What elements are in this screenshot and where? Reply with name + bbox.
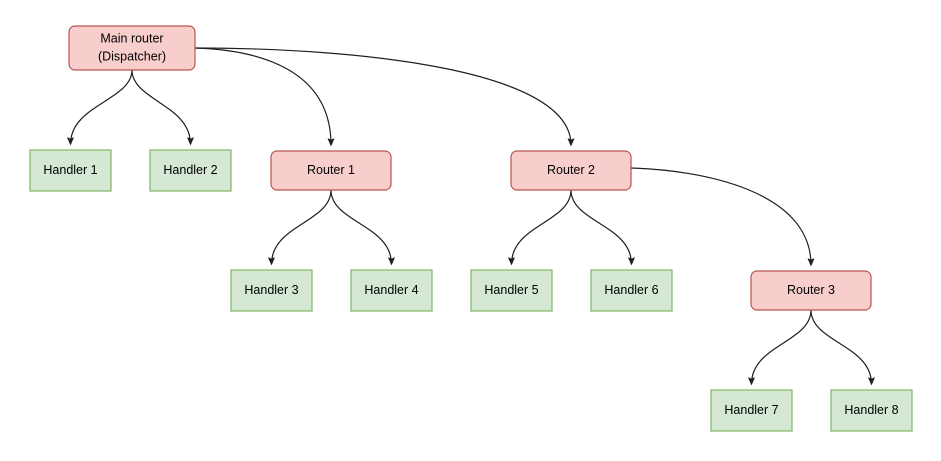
node-handler-4-label: Handler 4 [364, 283, 418, 297]
node-router-3-label: Router 3 [787, 283, 835, 297]
node-handler-7-shape[interactable] [710, 389, 793, 432]
edge-router-1-to-handler-4 [330, 189, 392, 264]
node-main-router[interactable]: Main router (Dispatcher) [68, 25, 196, 71]
edges-layer [71, 47, 872, 384]
node-handler-4-shape[interactable] [350, 269, 433, 312]
node-handler-5-label: Handler 5 [484, 283, 538, 297]
node-handler-6[interactable]: Handler 6 [590, 269, 673, 312]
node-handler-3-label: Handler 3 [244, 283, 298, 297]
node-handler-1-label: Handler 1 [43, 163, 97, 177]
node-main-router-label-line2: (Dispatcher) [98, 49, 166, 63]
node-main-router-shape[interactable] [68, 25, 196, 71]
edge-router-2-to-handler-6 [570, 189, 632, 264]
node-router-2-label: Router 2 [547, 163, 595, 177]
edge-main-to-router-1 [194, 47, 331, 145]
node-handler-7[interactable]: Handler 7 [710, 389, 793, 432]
node-router-1-shape[interactable] [270, 150, 392, 191]
node-handler-1[interactable]: Handler 1 [29, 149, 112, 192]
node-router-1[interactable]: Router 1 [270, 150, 392, 191]
node-router-3-shape[interactable] [750, 270, 872, 311]
node-router-2-shape[interactable] [510, 150, 632, 191]
node-handler-6-shape[interactable] [590, 269, 673, 312]
node-handler-3[interactable]: Handler 3 [230, 269, 313, 312]
edge-router-2-to-router-3 [630, 167, 811, 265]
node-main-router-label-line1: Main router [100, 31, 163, 45]
node-router-1-label: Router 1 [307, 163, 355, 177]
node-handler-6-label: Handler 6 [604, 283, 658, 297]
node-handler-2-label: Handler 2 [163, 163, 217, 177]
node-handler-3-shape[interactable] [230, 269, 313, 312]
node-handler-5-shape[interactable] [470, 269, 553, 312]
node-router-3[interactable]: Router 3 [750, 270, 872, 311]
node-router-2[interactable]: Router 2 [510, 150, 632, 191]
edge-main-to-handler-2 [131, 69, 191, 144]
edge-router-2-to-handler-5 [512, 189, 572, 264]
node-handler-8[interactable]: Handler 8 [830, 389, 913, 432]
node-handler-8-label: Handler 8 [844, 403, 898, 417]
edge-main-to-handler-1 [71, 69, 133, 144]
node-handler-5[interactable]: Handler 5 [470, 269, 553, 312]
edge-router-1-to-handler-3 [272, 189, 332, 264]
node-handler-2-shape[interactable] [149, 149, 232, 192]
node-handler-2[interactable]: Handler 2 [149, 149, 232, 192]
edge-router-3-to-handler-8 [810, 309, 872, 384]
nodes-layer: Main router (Dispatcher) Handler 1 Handler … [29, 25, 913, 432]
node-handler-1-shape[interactable] [29, 149, 112, 192]
node-handler-8-shape[interactable] [830, 389, 913, 432]
node-handler-7-label: Handler 7 [724, 403, 778, 417]
node-handler-4[interactable]: Handler 4 [350, 269, 433, 312]
edge-router-3-to-handler-7 [752, 309, 812, 384]
edge-main-to-router-2 [194, 47, 571, 145]
